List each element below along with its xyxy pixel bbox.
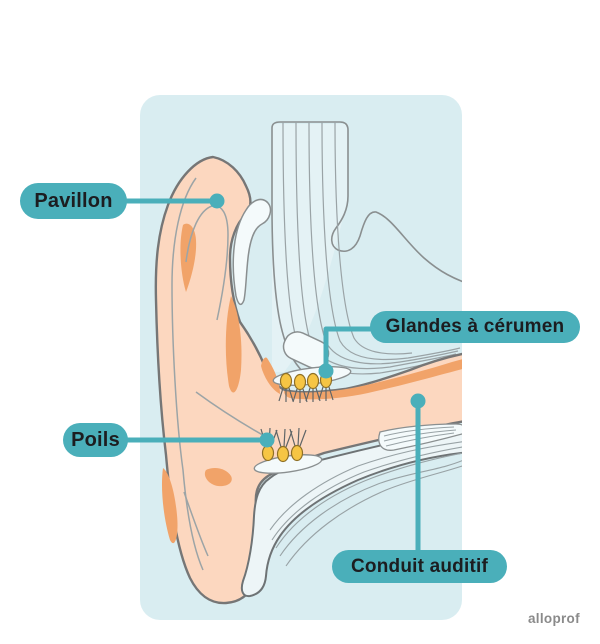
lower-cartilage-fibres [269,440,462,567]
alloprof-watermark: alloprof [528,611,580,626]
hair-follicles [261,444,304,463]
skin-shading [161,223,280,544]
label-poils: Poils [63,423,128,457]
canal-roof-shading [284,357,462,400]
label-conduit-auditif-text: Conduit auditif [350,555,489,577]
gland-ducts [278,386,334,403]
helix-crus-cartilage [232,198,272,306]
label-pavillon-text: Pavillon [34,189,113,212]
label-pavillon: Pavillon [20,183,127,219]
cartilage-column-outline [271,121,462,286]
label-glandes-cerumen-text: Glandes à cérumen [385,316,565,337]
label-poils-text: Poils [71,428,120,451]
pinna-fold-lines [171,177,269,571]
label-glandes-cerumen: Glandes à cérumen [370,311,580,343]
label-conduit-auditif: Conduit auditif [332,550,507,583]
